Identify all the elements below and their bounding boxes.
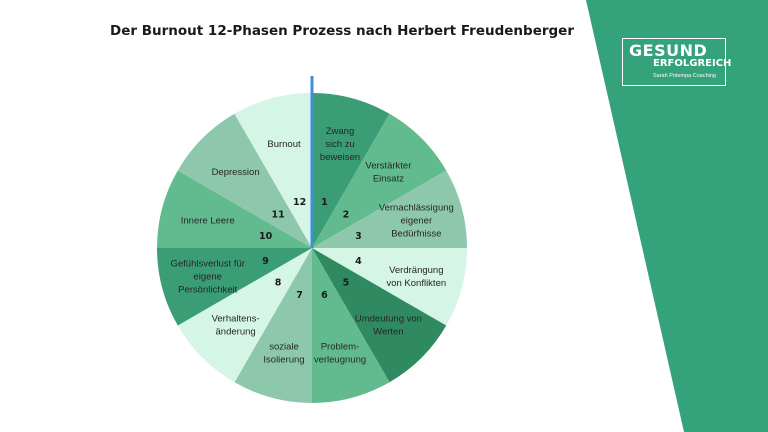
logo-line-erfolgreich: ERFOLGREICH <box>653 58 732 69</box>
brand-logo: GESUND ERFOLGREICH Sarah Potempa Coachin… <box>622 38 731 86</box>
phase-number-9: 9 <box>262 256 269 267</box>
phase-number-7: 7 <box>296 290 303 301</box>
phase-number-3: 3 <box>355 231 362 242</box>
logo-line-gesund: GESUND <box>629 41 708 60</box>
phase-segment-10 <box>157 170 312 248</box>
phase-segment-3 <box>312 170 467 248</box>
logo-line-coaching: Sarah Potempa Coaching <box>653 73 716 79</box>
phase-segment-6 <box>312 248 390 403</box>
phase-number-10: 10 <box>259 231 273 242</box>
phase-segment-4 <box>312 248 467 326</box>
phase-segment-11 <box>177 113 312 249</box>
phase-number-12: 12 <box>293 197 306 208</box>
phase-segment-9 <box>157 248 312 326</box>
phase-segment-1 <box>312 93 390 248</box>
phase-label-12: Burnout <box>267 139 301 150</box>
phase-number-6: 6 <box>321 290 328 301</box>
phase-number-11: 11 <box>271 210 284 221</box>
phase-label-8: Verhaltens-änderung <box>212 313 260 337</box>
phase-label-10: Innere Leere <box>181 216 235 227</box>
page-title: Der Burnout 12-Phasen Prozess nach Herbe… <box>110 23 574 39</box>
phase-label-6: Problem-verleugnung <box>314 341 366 365</box>
phase-segment-7 <box>234 248 312 403</box>
phase-segment-12 <box>234 93 312 248</box>
phase-label-11: Depression <box>212 167 260 178</box>
phase-segment-8 <box>177 248 312 383</box>
phase-segment-2 <box>312 113 447 249</box>
phase-number-5: 5 <box>343 277 350 288</box>
phase-segment-5 <box>312 248 447 383</box>
phase-number-8: 8 <box>275 277 282 288</box>
phase-number-4: 4 <box>355 256 362 267</box>
phase-number-1: 1 <box>321 197 328 208</box>
phase-number-2: 2 <box>343 210 350 221</box>
